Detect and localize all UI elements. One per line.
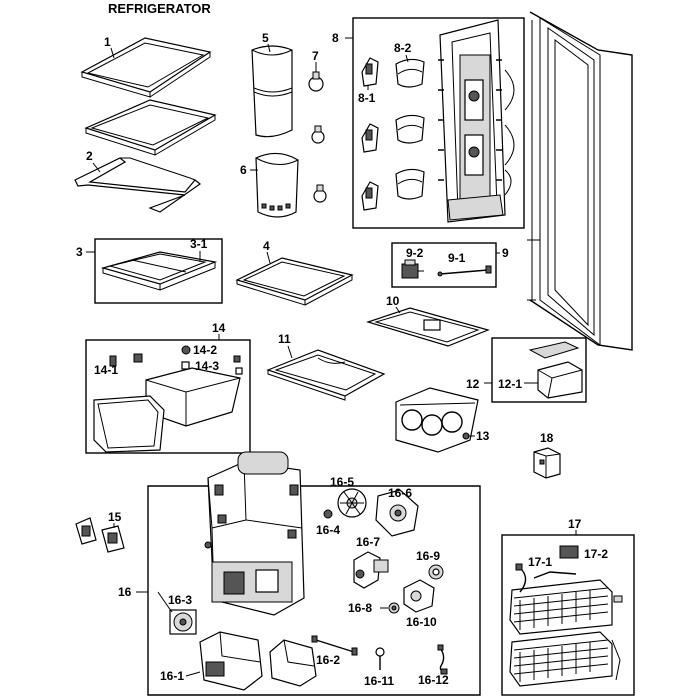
label-16-3: 16-3 bbox=[168, 593, 192, 607]
label-17-1: 17-1 bbox=[528, 555, 552, 569]
part-16-2-wire bbox=[311, 635, 358, 656]
label-1: 1 bbox=[104, 35, 111, 49]
part-6-cover bbox=[255, 152, 299, 218]
part-16-3-fan bbox=[157, 591, 197, 635]
box-9 bbox=[391, 242, 497, 288]
part-16-11-screw bbox=[375, 647, 385, 670]
label-14: 14 bbox=[212, 321, 226, 335]
part-7-bulbs bbox=[308, 71, 327, 203]
label-16-1: 16-1 bbox=[160, 669, 184, 683]
label-16-10: 16-10 bbox=[406, 615, 437, 629]
label-16: 16 bbox=[118, 585, 132, 599]
label-16-6: 16-6 bbox=[388, 486, 412, 500]
label-16-4: 16-4 bbox=[316, 523, 340, 537]
label-2: 2 bbox=[86, 149, 93, 163]
diagram-title: REFRIGERATOR bbox=[108, 1, 211, 16]
label-9-1: 9-1 bbox=[448, 251, 466, 265]
part-16-9-ring bbox=[428, 564, 444, 580]
label-8-1: 8-1 bbox=[358, 91, 376, 105]
part-8-1-clips bbox=[361, 57, 379, 211]
label-3: 3 bbox=[76, 245, 83, 259]
label-10: 10 bbox=[386, 294, 400, 308]
label-16-8: 16-8 bbox=[348, 601, 372, 615]
label-3-1: 3-1 bbox=[190, 237, 208, 251]
part-8-panel bbox=[438, 19, 515, 223]
part-1-shelf bbox=[80, 37, 217, 156]
label-14-1: 14-1 bbox=[94, 363, 118, 377]
box-17 bbox=[501, 534, 635, 696]
part-13-evaporator bbox=[395, 387, 479, 453]
part-5-cover bbox=[251, 45, 293, 138]
label-5: 5 bbox=[262, 31, 269, 45]
part-8-2-covers bbox=[395, 58, 425, 200]
label-8: 8 bbox=[332, 31, 339, 45]
label-16-11: 16-11 bbox=[364, 674, 394, 688]
refrigerator-door bbox=[527, 11, 633, 351]
label-15: 15 bbox=[108, 510, 122, 524]
part-16-10-motor bbox=[403, 579, 435, 613]
label-18: 18 bbox=[540, 431, 554, 445]
part-3-crisper-cover bbox=[100, 251, 218, 291]
label-4: 4 bbox=[263, 239, 270, 253]
label-16-7: 16-7 bbox=[356, 535, 380, 549]
part-16-5-fan-blade bbox=[337, 488, 367, 518]
part-9-switch bbox=[401, 259, 492, 279]
part-11-tray bbox=[266, 349, 386, 401]
label-12-1: 12-1 bbox=[498, 377, 522, 391]
label-17-2: 17-2 bbox=[584, 547, 608, 561]
part-14-drawer bbox=[93, 345, 243, 453]
part-12-ice-bin bbox=[528, 341, 583, 399]
label-17: 17 bbox=[568, 517, 582, 531]
part-2-shelf-frame bbox=[74, 157, 202, 213]
label-16-2: 16-2 bbox=[316, 653, 340, 667]
part-18-module bbox=[533, 447, 561, 479]
label-8-2: 8-2 bbox=[394, 41, 412, 55]
label-9-2: 9-2 bbox=[406, 246, 424, 260]
box-3 bbox=[94, 238, 223, 304]
label-14-2: 14-2 bbox=[193, 343, 217, 357]
box-16 bbox=[147, 485, 481, 696]
label-14-3: 14-3 bbox=[195, 359, 219, 373]
part-16-7-motor bbox=[353, 551, 389, 589]
label-11: 11 bbox=[278, 332, 291, 346]
part-16-12-harness bbox=[437, 644, 448, 675]
part-4-shelf bbox=[235, 257, 354, 306]
label-16-12: 16-12 bbox=[418, 673, 449, 687]
part-15-pads bbox=[75, 517, 125, 553]
label-12: 12 bbox=[466, 377, 480, 391]
part-10-plate bbox=[366, 307, 490, 347]
part-16-cover-assembly bbox=[204, 451, 305, 616]
part-16-1-duct bbox=[199, 631, 317, 691]
box-14 bbox=[85, 339, 251, 454]
label-6: 6 bbox=[240, 163, 247, 177]
part-17-evaporator bbox=[509, 545, 623, 687]
box-8 bbox=[352, 17, 525, 229]
part-16-6-shroud bbox=[375, 489, 419, 537]
label-13: 13 bbox=[476, 429, 490, 443]
label-9: 9 bbox=[502, 246, 509, 260]
label-16-5: 16-5 bbox=[330, 475, 354, 489]
part-16-8-grommet bbox=[388, 602, 400, 614]
label-16-9: 16-9 bbox=[416, 549, 440, 563]
box-12 bbox=[491, 337, 587, 403]
label-7: 7 bbox=[312, 49, 319, 63]
part-16-4-nut bbox=[323, 509, 333, 519]
